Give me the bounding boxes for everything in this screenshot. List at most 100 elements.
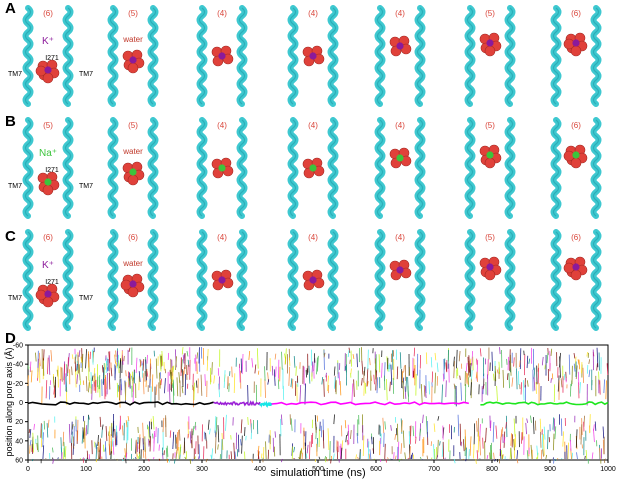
trajectory-segment xyxy=(471,351,474,366)
trajectory-segment xyxy=(63,441,66,458)
y-tick-label: -20 xyxy=(13,381,23,388)
trajectory-segment xyxy=(105,374,107,389)
trajectory-segment xyxy=(502,369,505,388)
trajectory-segment xyxy=(350,430,352,439)
trajectory-segment xyxy=(333,453,335,460)
trajectory-segment xyxy=(247,416,249,425)
trajectory-segment xyxy=(159,372,161,389)
trajectory-segment xyxy=(200,374,203,396)
water-molecule xyxy=(563,38,575,50)
trajectory-segment xyxy=(171,383,174,389)
panel-letter-c: C xyxy=(5,228,16,245)
trajectory-segment xyxy=(87,415,89,435)
ion-sphere xyxy=(396,42,404,50)
helix-label-right: TM7 xyxy=(79,183,93,190)
trajectory-segment xyxy=(553,433,555,451)
trajectory-segment xyxy=(500,429,503,440)
trajectory-segment xyxy=(526,380,529,387)
trajectory-segment xyxy=(323,379,325,397)
ion-sphere xyxy=(218,276,226,284)
trajectory-segment xyxy=(385,458,388,463)
trajectory-segment xyxy=(76,363,78,371)
trajectory-segment xyxy=(516,450,519,460)
trajectory-segment xyxy=(46,423,49,438)
trajectory-segment xyxy=(402,430,405,448)
trajectory-segment xyxy=(42,445,45,460)
trajectory-segment xyxy=(99,438,101,460)
trajectory-segment xyxy=(386,379,388,401)
trajectory-segment xyxy=(29,439,32,446)
trajectory-segment xyxy=(407,385,410,403)
trajectory-segment xyxy=(213,375,215,384)
trajectory-segment xyxy=(172,365,175,373)
trajectory-segment xyxy=(586,352,588,357)
trajectory-segment xyxy=(108,372,111,390)
trajectory-segment xyxy=(554,426,557,440)
trajectory-segment xyxy=(394,433,397,440)
trajectory-segment xyxy=(459,375,461,380)
trajectory-segment xyxy=(470,382,472,396)
trajectory-segment xyxy=(469,436,472,456)
trajectory-segment xyxy=(562,431,564,447)
trajectory-segment xyxy=(494,458,496,462)
trajectory-segment xyxy=(520,382,523,395)
y-tick-label: 0 xyxy=(19,400,23,407)
trajectory-segment xyxy=(573,363,576,372)
trajectory-segment xyxy=(347,424,350,445)
trajectory-segment xyxy=(378,354,381,373)
trajectory-segment xyxy=(536,445,538,456)
trajectory-segment xyxy=(169,383,171,403)
trajectory-segment xyxy=(187,359,190,367)
trajectory-segment xyxy=(71,354,74,360)
trajectory-segment xyxy=(563,374,566,381)
trajectory-segment xyxy=(281,351,283,370)
trajectory-segment xyxy=(434,372,436,394)
residue-label: I271 xyxy=(45,55,59,62)
x-tick-label: 200 xyxy=(138,466,150,473)
trajectory-segment xyxy=(181,386,184,394)
trajectory-noise xyxy=(27,347,609,464)
trajectory-segment xyxy=(225,414,227,431)
trajectory-segment xyxy=(101,424,104,430)
trajectory-segment xyxy=(445,362,447,372)
ion-sphere xyxy=(129,56,137,64)
trajectory-segment xyxy=(578,359,581,370)
water-count-label: (4) xyxy=(395,9,405,18)
trajectory-segment xyxy=(352,353,355,360)
trajectory-segment xyxy=(381,362,383,378)
snapshot-a-3: (4) xyxy=(196,5,248,107)
trajectory-segment xyxy=(101,429,103,438)
trajectory-segment xyxy=(281,414,283,426)
trajectory-segment xyxy=(526,450,529,460)
trajectory-segment xyxy=(373,374,375,385)
snapshot-c-1: (6) xyxy=(22,229,74,331)
helix-ribbon-edge xyxy=(592,119,600,217)
trajectory-segment xyxy=(115,362,118,368)
trajectory-segment xyxy=(128,347,131,353)
trajectory-segment xyxy=(160,378,162,386)
trajectory-segment xyxy=(408,431,411,445)
helix-ribbon-edge xyxy=(552,231,560,329)
trajectory-segment xyxy=(367,380,369,386)
trajectory-segment xyxy=(254,364,257,374)
trace-5 xyxy=(480,401,609,406)
trajectory-segment xyxy=(81,430,84,444)
trajectory-segment xyxy=(86,450,89,460)
snapshot-a-1: (6) xyxy=(22,5,74,107)
trajectory-segment xyxy=(30,370,33,383)
trajectory-segment xyxy=(404,386,407,399)
trajectory-segment xyxy=(166,458,168,463)
trajectory-segment xyxy=(542,434,545,456)
helix-ribbon-edge xyxy=(149,7,157,105)
trajectory-segment xyxy=(102,377,105,384)
trajectory-segment xyxy=(114,428,117,446)
helix-ribbon-edge xyxy=(592,7,600,105)
trajectory-segment xyxy=(332,458,334,461)
helix-ribbon-edge xyxy=(24,231,32,329)
trajectory-segment xyxy=(67,357,69,374)
trajectory-segment xyxy=(325,457,328,460)
water-count-label: (4) xyxy=(395,121,405,130)
trajectory-segment xyxy=(93,367,96,382)
